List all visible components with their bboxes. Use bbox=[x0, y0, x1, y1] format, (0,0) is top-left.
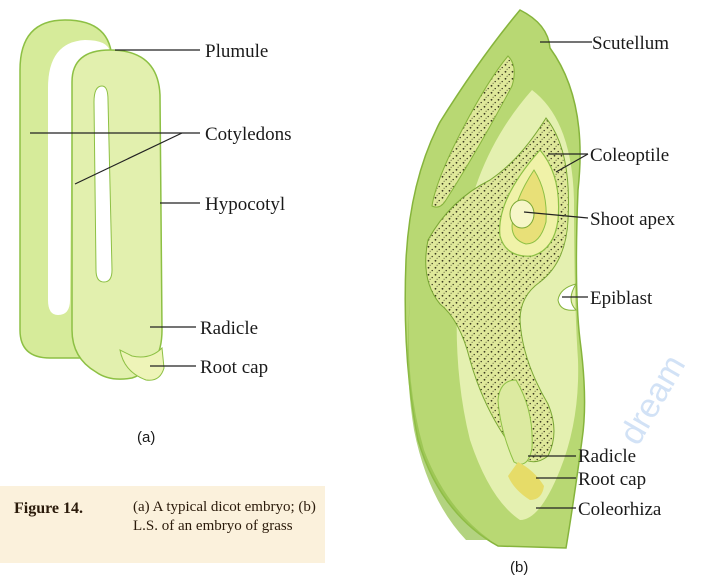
shoot-apex bbox=[510, 200, 534, 228]
label-scutellum: Scutellum bbox=[592, 33, 669, 54]
label-coleoptile: Coleoptile bbox=[590, 145, 669, 166]
label-coleorhiza: Coleorhiza bbox=[578, 499, 662, 520]
dicot-embryo: Plumule Cotyledons Hypocotyl Radicle Roo… bbox=[20, 20, 292, 446]
caption-text: (a) A typical dicot embryo; (b) L.S. of … bbox=[133, 498, 318, 536]
label-epiblast: Epiblast bbox=[590, 288, 653, 309]
label-root-cap-a: Root cap bbox=[200, 357, 268, 378]
label-cotyledons: Cotyledons bbox=[205, 124, 292, 145]
grass-embryo: Scutellum Coleoptile Shoot apex Epiblast… bbox=[405, 10, 675, 576]
caption-title: Figure 14. bbox=[14, 500, 83, 518]
figure-caption: Figure 14. (a) A typical dicot embryo; (… bbox=[0, 486, 325, 563]
label-radicle-b: Radicle bbox=[578, 446, 636, 467]
label-root-cap-b: Root cap bbox=[578, 469, 646, 490]
sublabel-a: (a) bbox=[137, 429, 155, 446]
label-shoot-apex: Shoot apex bbox=[590, 209, 675, 230]
sublabel-b: (b) bbox=[510, 559, 528, 576]
label-hypocotyl: Hypocotyl bbox=[205, 194, 285, 215]
label-plumule: Plumule bbox=[205, 41, 268, 62]
hypocotyl-body bbox=[72, 50, 162, 379]
label-radicle-a: Radicle bbox=[200, 318, 258, 339]
